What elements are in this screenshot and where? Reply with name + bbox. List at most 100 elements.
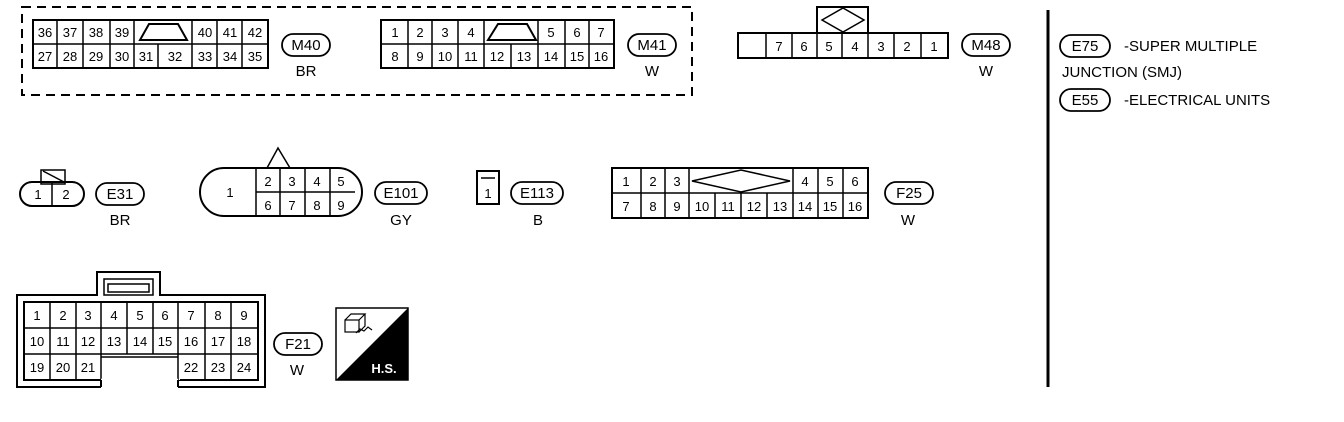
connector-m40 bbox=[32, 19, 269, 69]
pin: 4 bbox=[467, 25, 474, 40]
pin: 6 bbox=[264, 198, 271, 213]
connector-id-e31: E31 bbox=[107, 186, 134, 203]
connector-id-m48: M48 bbox=[971, 37, 1000, 54]
pin: 5 bbox=[136, 308, 143, 323]
pin: 7 bbox=[622, 199, 629, 214]
connector-id-f25: F25 bbox=[896, 185, 922, 202]
pin: 6 bbox=[573, 25, 580, 40]
pin: 7 bbox=[187, 308, 194, 323]
badge-e113-outline bbox=[510, 181, 564, 205]
pin: 6 bbox=[851, 174, 858, 189]
pin: 16 bbox=[594, 49, 608, 64]
pin: 14 bbox=[544, 49, 558, 64]
pin: 9 bbox=[416, 49, 423, 64]
legend-text-e75-line2: JUNCTION (SMJ) bbox=[1062, 64, 1182, 81]
connector-id-m41: M41 bbox=[637, 37, 666, 54]
pin: 5 bbox=[826, 174, 833, 189]
pin: 2 bbox=[649, 174, 656, 189]
wire-color-e113: B bbox=[533, 212, 543, 229]
legend-badge-e75-outline bbox=[1059, 34, 1111, 58]
connector-m41 bbox=[380, 19, 615, 69]
wire-color-m40: BR bbox=[296, 63, 317, 80]
wire-color-f21: W bbox=[290, 362, 305, 379]
pin: 38 bbox=[89, 25, 103, 40]
wire-color-f25: W bbox=[901, 212, 916, 229]
pin: 7 bbox=[597, 25, 604, 40]
pin: 1 bbox=[391, 25, 398, 40]
pin: 27 bbox=[38, 49, 52, 64]
pin: 39 bbox=[115, 25, 129, 40]
pin: 13 bbox=[107, 334, 121, 349]
pin: 36 bbox=[38, 25, 52, 40]
pin: 9 bbox=[673, 199, 680, 214]
badge-f21-outline bbox=[273, 332, 323, 356]
pin: 3 bbox=[877, 39, 884, 54]
pin: 29 bbox=[89, 49, 103, 64]
wire-color-e101: GY bbox=[390, 212, 412, 229]
connector-id-e113: E113 bbox=[520, 185, 554, 202]
pin: 8 bbox=[391, 49, 398, 64]
pin: 12 bbox=[490, 49, 504, 64]
pin: 23 bbox=[211, 360, 225, 375]
pin: 5 bbox=[825, 39, 832, 54]
pin: 35 bbox=[248, 49, 262, 64]
connector-group-frame bbox=[21, 6, 693, 96]
pin: 3 bbox=[673, 174, 680, 189]
wire-color-e31: BR bbox=[110, 212, 131, 229]
pin: 3 bbox=[288, 174, 295, 189]
pin: 16 bbox=[184, 334, 198, 349]
connector-f25 bbox=[611, 167, 869, 219]
pin: 14 bbox=[798, 199, 812, 214]
badge-m41-outline bbox=[627, 33, 677, 57]
pin: 2 bbox=[62, 187, 69, 202]
pin: 5 bbox=[547, 25, 554, 40]
pin: 10 bbox=[438, 49, 452, 64]
pin: 2 bbox=[416, 25, 423, 40]
pin: 4 bbox=[851, 39, 858, 54]
pin: 4 bbox=[801, 174, 808, 189]
connector-e31 bbox=[19, 169, 85, 207]
pin: 22 bbox=[184, 360, 198, 375]
pin: 24 bbox=[237, 360, 251, 375]
legend-text-e75-line1: -SUPER MULTIPLE bbox=[1124, 38, 1257, 55]
connector-e101 bbox=[199, 146, 363, 217]
pin: 33 bbox=[198, 49, 212, 64]
connector-id-e101: E101 bbox=[383, 185, 418, 202]
badge-e31-outline bbox=[95, 182, 145, 206]
pin: 2 bbox=[903, 39, 910, 54]
pin: 21 bbox=[81, 360, 95, 375]
wire-color-m48: W bbox=[979, 63, 994, 80]
badge-m48-outline bbox=[961, 33, 1011, 57]
badge-e101-outline bbox=[374, 181, 428, 205]
pin: 6 bbox=[800, 39, 807, 54]
pin: 4 bbox=[313, 174, 320, 189]
connector-id-f21: F21 bbox=[285, 336, 311, 353]
pin: 11 bbox=[721, 199, 735, 214]
connector-e113 bbox=[476, 170, 500, 205]
pin: 11 bbox=[56, 334, 70, 349]
pin: 1 bbox=[226, 185, 233, 200]
pin: 11 bbox=[464, 49, 478, 64]
pin: 8 bbox=[313, 198, 320, 213]
pin: 41 bbox=[223, 25, 237, 40]
pin: 30 bbox=[115, 49, 129, 64]
pin: 20 bbox=[56, 360, 70, 375]
legend-badge-e55-outline bbox=[1059, 88, 1111, 112]
pin: 8 bbox=[649, 199, 656, 214]
pin: 1 bbox=[33, 308, 40, 323]
pin: 8 bbox=[214, 308, 221, 323]
pin: 17 bbox=[211, 334, 225, 349]
pin: 16 bbox=[848, 199, 862, 214]
hs-icon: H.S. bbox=[335, 307, 409, 381]
pin: 10 bbox=[695, 199, 709, 214]
connector-m48 bbox=[737, 6, 949, 59]
pin: 9 bbox=[337, 198, 344, 213]
pin: 10 bbox=[30, 334, 44, 349]
badge-f25-outline bbox=[884, 181, 934, 205]
pin: 31 bbox=[139, 49, 153, 64]
pin: 2 bbox=[59, 308, 66, 323]
pin: 1 bbox=[34, 187, 41, 202]
pin: 4 bbox=[110, 308, 117, 323]
pin: 3 bbox=[441, 25, 448, 40]
pin: 1 bbox=[622, 174, 629, 189]
